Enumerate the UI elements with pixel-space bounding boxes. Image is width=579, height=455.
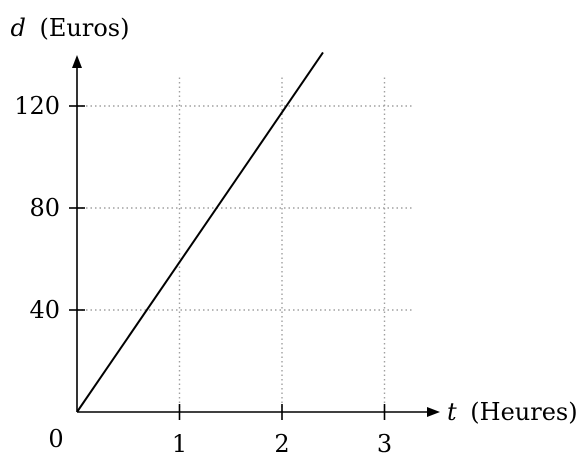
x-tick-label-3: 3 — [377, 430, 392, 455]
x-axis-variable: t — [447, 398, 457, 426]
y-tick-label-120: 120 — [14, 92, 60, 120]
origin-label: 0 — [48, 425, 63, 453]
series-line-0 — [76, 51, 324, 413]
x-axis-unit: (Heures) — [470, 398, 577, 426]
series — [76, 51, 324, 413]
axes — [69, 55, 440, 420]
y-axis-variable: d — [11, 14, 26, 42]
y-tick-label-80: 80 — [29, 194, 60, 222]
y-axis-unit: (Euros) — [40, 14, 130, 42]
labels: 0 d (Euros) t (Heures) 1 2 3 40 80 120 — [11, 14, 578, 455]
y-tick-label-40: 40 — [29, 296, 60, 324]
y-axis-label: d (Euros) — [11, 14, 130, 42]
x-axis-arrow — [427, 407, 440, 417]
x-tick-label-2: 2 — [274, 430, 289, 455]
x-axis-label: t (Heures) — [447, 398, 578, 426]
x-tick-label-1: 1 — [172, 430, 187, 455]
grid — [77, 75, 412, 412]
y-axis-arrow — [72, 55, 82, 68]
